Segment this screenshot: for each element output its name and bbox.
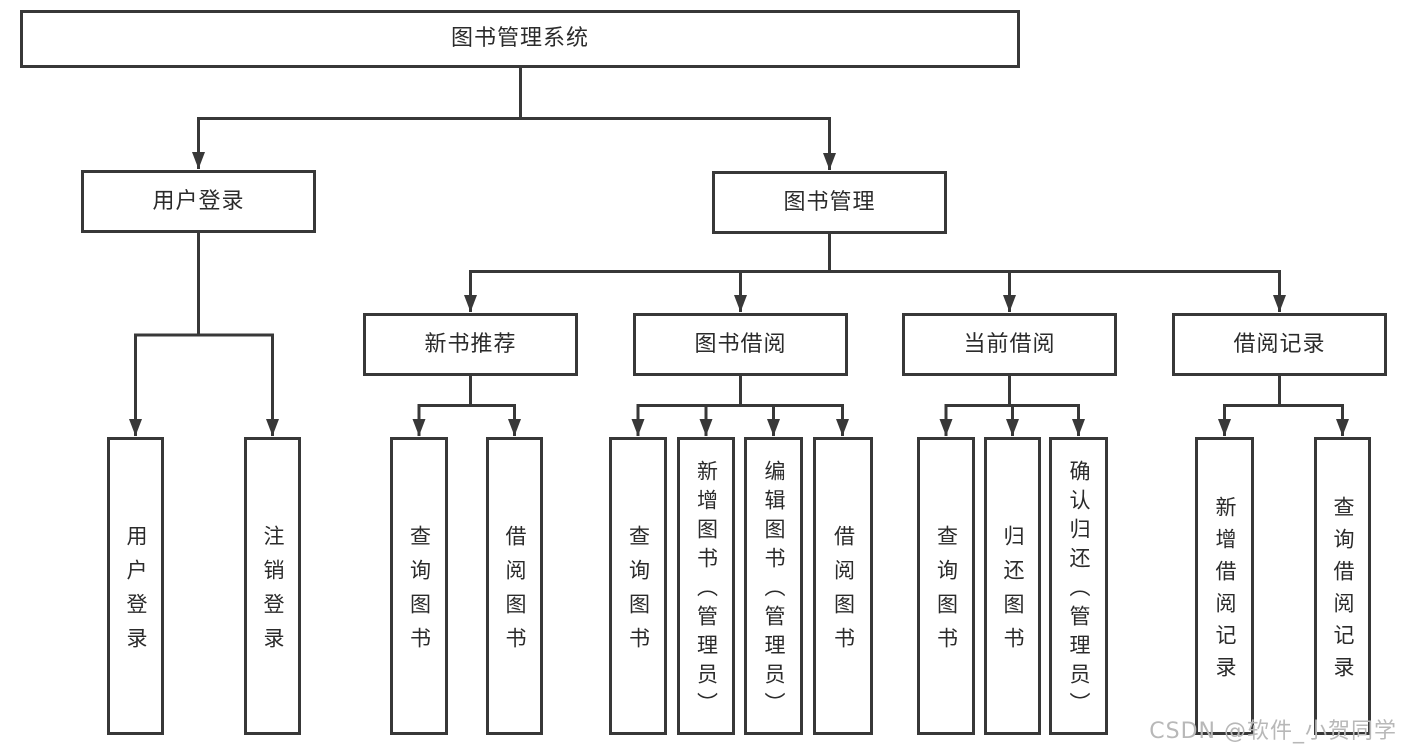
- leaf-query-books-current-label: 查询图书: [934, 524, 959, 661]
- leaf-logout: 注销登录: [244, 437, 301, 735]
- leaf-edit-books-admin: 编辑图书（管理员）: [744, 437, 803, 735]
- leaf-borrow-books-recommend: 借阅图书: [486, 437, 543, 735]
- leaf-query-books-borrow: 查询图书: [609, 437, 667, 735]
- leaf-logout-label: 注销登录: [261, 524, 285, 661]
- leaf-query-books-borrow-label: 查询图书: [626, 524, 651, 661]
- node-book-management: 图书管理: [712, 171, 947, 234]
- leaf-return-books: 归还图书: [984, 437, 1041, 735]
- leaf-borrow-books: 借阅图书: [813, 437, 873, 735]
- leaf-add-books-admin-label: 新增图书（管理员）: [694, 459, 719, 721]
- node-root: 图书管理系统: [20, 10, 1020, 68]
- leaf-edit-books-admin-label: 编辑图书（管理员）: [762, 459, 786, 721]
- leaf-query-books-recommend: 查询图书: [390, 437, 448, 735]
- node-new-book-recommend-label: 新书推荐: [424, 331, 517, 357]
- node-new-book-recommend: 新书推荐: [363, 313, 578, 376]
- leaf-user-login-label: 用户登录: [124, 524, 148, 661]
- node-book-management-label: 图书管理: [783, 189, 876, 215]
- node-current-borrow-label: 当前借阅: [963, 331, 1056, 357]
- node-borrow-records-label: 借阅记录: [1233, 331, 1326, 357]
- leaf-query-borrow-record-label: 查询借阅记录: [1331, 495, 1355, 688]
- node-current-borrow: 当前借阅: [902, 313, 1117, 376]
- csdn-watermark: CSDN @软件_小贺同学: [1149, 719, 1397, 744]
- leaf-return-books-label: 归还图书: [1001, 524, 1025, 661]
- node-user-login-label: 用户登录: [152, 188, 245, 214]
- leaf-user-login: 用户登录: [107, 437, 164, 735]
- leaf-query-books-current: 查询图书: [917, 437, 975, 735]
- leaf-borrow-books-label: 借阅图书: [831, 524, 856, 661]
- node-user-login: 用户登录: [81, 170, 316, 233]
- leaf-add-borrow-record-label: 新增借阅记录: [1213, 495, 1237, 688]
- leaf-add-books-admin: 新增图书（管理员）: [677, 437, 735, 735]
- leaf-query-books-recommend-label: 查询图书: [407, 524, 432, 661]
- leaf-query-borrow-record: 查询借阅记录: [1314, 437, 1371, 735]
- leaf-borrow-books-recommend-label: 借阅图书: [503, 524, 527, 661]
- node-root-label: 图书管理系统: [450, 26, 589, 51]
- node-book-borrow: 图书借阅: [633, 313, 848, 376]
- leaf-confirm-return-admin-label: 确认归还（管理员）: [1067, 459, 1091, 721]
- leaf-confirm-return-admin: 确认归还（管理员）: [1049, 437, 1108, 735]
- leaf-add-borrow-record: 新增借阅记录: [1195, 437, 1254, 735]
- node-borrow-records: 借阅记录: [1172, 313, 1387, 376]
- connector-arrows: [129, 118, 1349, 436]
- node-book-borrow-label: 图书借阅: [694, 331, 787, 357]
